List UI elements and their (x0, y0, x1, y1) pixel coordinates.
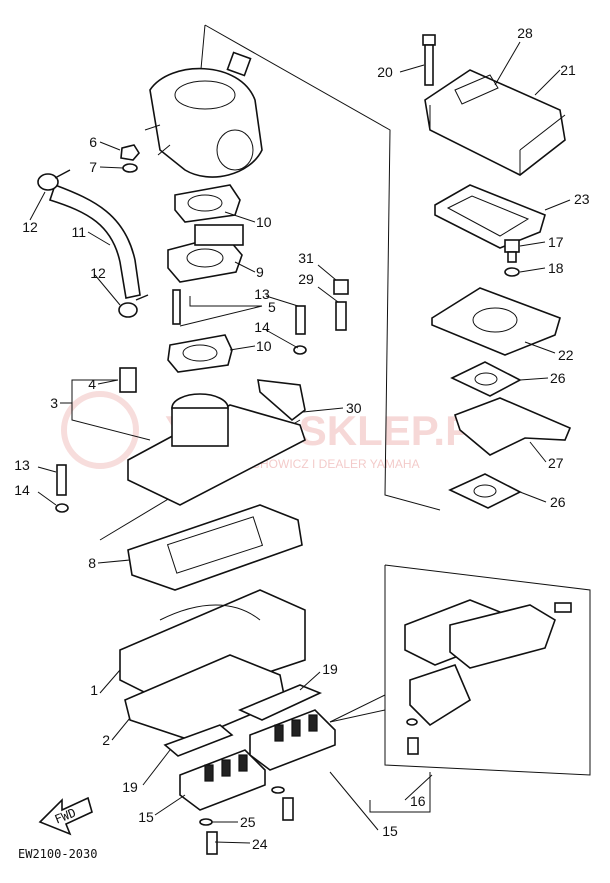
part-label-5: 5 (268, 299, 276, 315)
part-label-12-lower: 12 (90, 265, 106, 281)
bolt-part-13-right (295, 305, 306, 335)
part-label-21: 21 (560, 62, 576, 78)
part-label-14-left: 14 (14, 482, 30, 498)
collar-part-4 (119, 367, 137, 393)
gasket-part-8 (127, 504, 303, 591)
part-label-13-right: 13 (254, 286, 270, 302)
part-label-26-lower: 26 (550, 494, 566, 510)
part-label-28: 28 (517, 25, 533, 41)
part-label-2: 2 (102, 732, 110, 748)
gasket-part-26-upper (450, 361, 522, 397)
part-label-6: 6 (89, 134, 97, 150)
bracket-part-30 (257, 379, 306, 422)
nut-part-6 (120, 144, 140, 161)
part-label-27: 27 (548, 455, 564, 471)
plate-part-27 (453, 397, 572, 456)
washer-part-14-left (55, 503, 69, 513)
part-label-1: 1 (90, 682, 98, 698)
part-label-4: 4 (88, 376, 96, 392)
reed-valve-part-15-left (179, 749, 266, 811)
part-label-22: 22 (558, 347, 574, 363)
part-label-24: 24 (252, 836, 268, 852)
cover-part-21 (424, 69, 566, 176)
manifold-part-3 (127, 393, 306, 506)
part-label-19-right: 19 (322, 661, 338, 677)
part-label-29: 29 (298, 271, 314, 287)
part-label-25: 25 (240, 814, 256, 830)
screw-part-24-left (206, 831, 218, 855)
part-label-8: 8 (88, 555, 96, 571)
part-label-13-left: 13 (14, 457, 30, 473)
part-label-14-right: 14 (254, 319, 270, 335)
clamp-part-12-upper (37, 169, 71, 191)
washer-part-7 (122, 163, 138, 173)
part-label-11: 11 (71, 224, 86, 240)
cylinder-head-part (144, 51, 263, 178)
leader-lines (29, 41, 571, 844)
part-label-12-upper: 12 (22, 219, 38, 235)
clamp-part-12-lower (118, 294, 149, 318)
part-label-10-upper: 10 (256, 214, 272, 230)
reed-valve-part-15-right (249, 709, 336, 771)
bolt-part-20 (422, 34, 436, 86)
part-label-23: 23 (574, 191, 590, 207)
reed-valve-detail-box (329, 564, 591, 776)
gasket-part-26-lower (448, 473, 522, 509)
bolt-part-13-left (56, 464, 67, 496)
hose-part-11 (48, 183, 141, 299)
gasket-part-19-right (237, 684, 323, 721)
part-label-7: 7 (89, 159, 97, 175)
carb-joint-part-9 (167, 224, 244, 283)
gasket-part-23 (434, 184, 546, 249)
part-label-17: 17 (548, 234, 564, 250)
reed-housing-part-1 (119, 589, 306, 706)
screw-part-24-right (282, 797, 294, 821)
part-label-9: 9 (256, 264, 264, 280)
washer-part-18 (504, 267, 520, 277)
cap-part-31 (333, 279, 349, 295)
part-label-18: 18 (548, 260, 564, 276)
part-number-labels: 1 2 3 4 5 6 7 8 9 10 10 11 12 12 13 13 1… (14, 25, 590, 852)
part-label-26-upper: 26 (550, 370, 566, 386)
fitting-part-17 (504, 239, 520, 263)
washer-part-25 (199, 786, 285, 826)
stud-part-5 (172, 289, 181, 325)
part-label-30: 30 (346, 400, 362, 416)
part-label-19-left: 19 (122, 779, 138, 795)
part-label-16: 16 (410, 793, 426, 809)
gasket-part-10-lower (167, 334, 233, 373)
part-label-15-group: 15 (382, 823, 398, 839)
gasket-part-10-upper (174, 184, 241, 223)
part-label-20: 20 (377, 64, 393, 80)
gasket-part-19-left (163, 724, 234, 757)
part-label-10-lower: 10 (256, 338, 272, 354)
watermark-subtitle: MIECHOWICZ I DEALER YAMAHA (230, 457, 420, 471)
part-label-3: 3 (50, 395, 58, 411)
plate-part-22 (431, 287, 561, 356)
fwd-arrow-icon: FWD (38, 796, 93, 836)
drawing-code: EW2100-2030 (18, 847, 97, 861)
part-label-15-left: 15 (138, 809, 154, 825)
part-label-31: 31 (298, 250, 314, 266)
fitting-part-29 (335, 301, 347, 331)
